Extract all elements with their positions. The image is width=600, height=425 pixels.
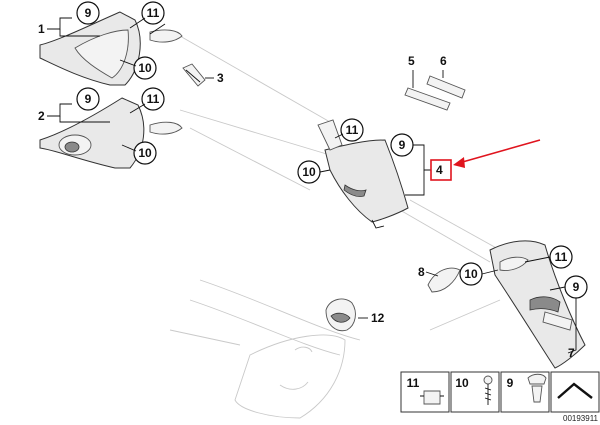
legend-10-label: 10 (455, 376, 469, 390)
legend-11-label: 11 (407, 376, 420, 390)
part-12-label: 12 (371, 311, 385, 325)
part-8-callouts: 8 (418, 265, 439, 279)
part-4-callout-11: 11 (346, 123, 359, 137)
highlight-arrow (453, 139, 541, 168)
legend-9-label: 9 (507, 376, 514, 390)
part-4-highlight-box (430, 159, 452, 181)
part-8-label: 8 (418, 265, 425, 279)
part-3-callouts: 3 (205, 71, 224, 85)
part-4-label: 4 (436, 163, 443, 177)
legend-bracket-icon (557, 382, 593, 399)
part-1-drawing (39, 11, 183, 86)
part-2-label: 2 (38, 109, 45, 123)
part-7-callouts: 11 10 9 7 (459, 245, 588, 360)
part-2-callouts: 2 9 11 10 (38, 87, 165, 165)
part-7-callout-10: 10 (464, 267, 478, 281)
lower-panel-ghost (234, 334, 346, 419)
part-7-label: 7 (568, 346, 575, 360)
part-2-callout-9: 9 (85, 92, 92, 106)
part-1-callout-9: 9 (85, 6, 92, 20)
part-2-drawing (39, 97, 183, 169)
background-outline (169, 35, 501, 356)
part-5-6-callouts: 5 6 (408, 54, 447, 68)
part-7-callout-11: 11 (555, 250, 568, 264)
part-7-drawing (489, 240, 586, 369)
part-2-callout-10: 10 (138, 146, 152, 160)
part-1-callout-10: 10 (138, 61, 152, 75)
part-5-6-drawing (404, 70, 466, 111)
part-5-label: 5 (408, 54, 415, 68)
part-12-callouts: 12 (358, 311, 385, 325)
part-8-drawing (427, 267, 461, 293)
part-1-callout-11: 11 (147, 6, 160, 20)
part-6-label: 6 (440, 54, 447, 68)
part-1-callouts: 1 9 11 10 (38, 1, 165, 80)
part-4-callout-10: 10 (302, 165, 316, 179)
part-4-callout-9: 9 (399, 138, 406, 152)
legend: 11 10 9 00193911 (400, 371, 600, 423)
part-12-drawing (325, 298, 356, 332)
legend-box-arrow (550, 371, 600, 413)
part-7-callout-9: 9 (573, 280, 580, 294)
part-3-drawing (182, 63, 206, 87)
part-4-callouts: 11 9 10 4 (297, 118, 541, 196)
part-2-callout-11: 11 (147, 92, 160, 106)
diagram-code: 00193911 (563, 414, 599, 423)
part-1-label: 1 (38, 22, 45, 36)
part-4-drawing (317, 119, 409, 229)
part-3-label: 3 (217, 71, 224, 85)
